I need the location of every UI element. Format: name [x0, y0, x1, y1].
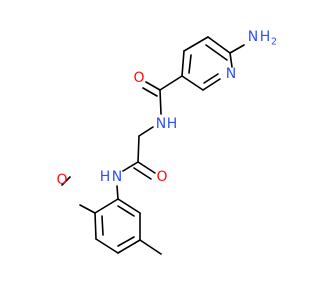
- bond: [139, 239, 162, 255]
- amino-n-label: N: [248, 29, 258, 45]
- bond: [94, 198, 119, 214]
- bond: [137, 161, 156, 174]
- pyridine-n-label: N: [226, 66, 236, 82]
- bond: [117, 239, 141, 254]
- bond: [101, 215, 104, 236]
- atom-labels: N H 2 N O N H O H N O: [56, 29, 277, 188]
- bond: [207, 36, 231, 54]
- bond: [142, 87, 158, 97]
- bond: [122, 161, 139, 172]
- bond: [229, 44, 245, 54]
- bond: [79, 204, 96, 214]
- bond: [133, 167, 152, 180]
- amino-subscript-label: 2: [271, 37, 277, 48]
- bond: [188, 54, 192, 74]
- bond: [138, 126, 154, 137]
- bond: [117, 205, 135, 217]
- bond: [95, 238, 119, 254]
- bond: [116, 185, 119, 200]
- bond: [205, 44, 228, 61]
- bond: [181, 50, 185, 77]
- amide-n-top-label: N: [156, 116, 166, 132]
- bond: [159, 75, 183, 91]
- bond: [159, 89, 162, 115]
- molecule-canvas: N H 2 N O N H O H N O: [56, 29, 277, 255]
- bond: [145, 81, 161, 91]
- methoxy-o-label: O: [56, 172, 67, 188]
- amide-h-left-label: H: [100, 169, 111, 185]
- amino-h-label: H: [260, 29, 271, 45]
- bond: [117, 198, 141, 214]
- bond: [203, 73, 219, 84]
- bond: [61, 176, 71, 186]
- bond: [183, 36, 209, 52]
- bond: [202, 78, 221, 91]
- molecule-structure: N H 2 N O N H O H N O: [56, 29, 277, 255]
- bond: [117, 236, 135, 247]
- bond: [94, 212, 97, 240]
- bond: [181, 75, 204, 91]
- bond: [229, 52, 233, 68]
- carbonyl-o-mid-label: O: [156, 169, 167, 185]
- bond: [137, 135, 140, 163]
- bonds: [61, 36, 245, 255]
- amide-h-top-label: H: [167, 116, 178, 132]
- carbonyl-o-top-label: O: [133, 70, 144, 86]
- amide-n-left-label: N: [112, 169, 122, 185]
